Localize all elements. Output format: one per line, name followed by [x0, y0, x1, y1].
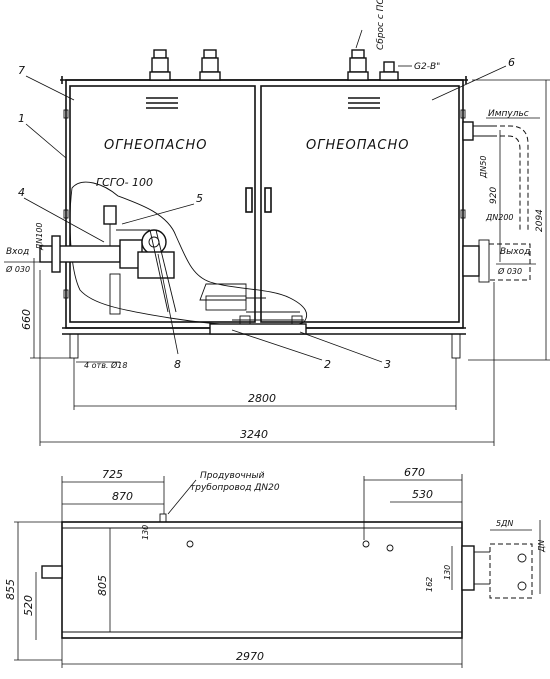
plan-body — [61, 521, 463, 639]
callout-8: 8 — [157, 253, 181, 371]
svg-text:6: 6 — [508, 56, 515, 69]
dim-670: 670 — [404, 466, 425, 479]
plan-view: ДN 5ДN 130 162 725 870 670 530 130 Проду… — [4, 466, 546, 668]
label-fireproof-right: ОГНЕОПАСНО — [306, 138, 409, 153]
label-dn-right: ДN — [537, 540, 546, 553]
label-dn50: ДN50 — [479, 156, 488, 179]
dim-2800: 2800 — [248, 392, 276, 405]
dim-725: 725 — [102, 468, 123, 481]
front-view: G2-B" Сброс с ПСК ОГНЕОПАСНО ОГНЕОПАСНО … — [4, 0, 550, 446]
inlet-flange — [51, 235, 61, 273]
leg-left — [69, 333, 79, 359]
dim-3240: 3240 — [240, 428, 268, 441]
regulator-body — [141, 229, 167, 255]
callout-2: 2 — [231, 329, 331, 371]
leg-right — [451, 333, 461, 359]
label-holes: 4 отв. Ø18 — [84, 360, 127, 370]
callout-1: 1 — [18, 112, 67, 159]
plan-hole-3 — [386, 544, 394, 552]
cutaway-outline — [69, 181, 308, 327]
dim-870: 870 — [112, 490, 133, 503]
plan-outlet-nozzles — [461, 545, 475, 591]
outlet-nozzle — [462, 245, 480, 277]
dim-855: 855 — [4, 579, 17, 600]
label-fireproof-left: ОГНЕОПАСНО — [104, 138, 207, 153]
label-dn5: 5ДN — [496, 519, 513, 528]
label-outlet-dn: ДN200 — [485, 213, 514, 222]
dim-2094: 2094 — [535, 209, 545, 232]
door-handle-right — [264, 187, 272, 213]
svg-text:5: 5 — [196, 192, 203, 205]
plan-inlet-stub — [41, 565, 63, 579]
svg-text:1: 1 — [18, 112, 25, 125]
dim-530: 530 — [412, 488, 433, 501]
svg-text:4: 4 — [18, 186, 25, 199]
label-impulse: Импульс — [488, 109, 529, 119]
dim-130a: 130 — [141, 525, 150, 540]
top-nozzle-4 — [379, 61, 399, 81]
label-g2: G2-B" — [414, 62, 440, 72]
svg-text:2: 2 — [324, 358, 331, 371]
dim-162: 162 — [425, 577, 434, 592]
callout-4: 4 — [18, 186, 105, 243]
top-nozzle-3 — [347, 49, 369, 81]
door-right — [260, 85, 460, 323]
callout-5: 5 — [121, 192, 203, 225]
label-outlet-size: Ø 030 — [497, 266, 522, 276]
door-handle-left — [245, 187, 253, 213]
top-nozzle-2 — [199, 49, 221, 81]
label-model: ГСГО- 100 — [96, 176, 153, 189]
label-inlet-size: Ø 030 — [5, 264, 30, 274]
callout-3: 3 — [299, 331, 391, 371]
label-purge-1: Продувочный — [200, 471, 265, 481]
plan-hole-2 — [362, 540, 370, 548]
vent-louver-right — [348, 97, 380, 109]
dim-920: 920 — [489, 187, 499, 204]
plan-hole-1 — [186, 540, 194, 548]
dim-130b: 130 — [443, 565, 452, 580]
top-nozzle-1 — [149, 49, 171, 81]
label-inlet-dn: ДN100 — [35, 222, 44, 251]
label-vent-psk: Сброс с ПСК — [376, 0, 386, 50]
callout-7: 7 — [18, 64, 75, 101]
door-left — [69, 85, 256, 323]
callout-6: 6 — [431, 56, 515, 101]
label-outlet: Выход — [500, 247, 530, 257]
dim-520: 520 — [22, 595, 35, 616]
svg-text:7: 7 — [18, 64, 25, 77]
label-purge-2: трубопровод ДN20 — [190, 483, 280, 493]
label-inlet: Вход — [6, 247, 29, 257]
dim-2970: 2970 — [236, 650, 264, 663]
vent-louver-left — [146, 97, 178, 109]
dim-805: 805 — [96, 575, 109, 596]
impulse-nozzle — [462, 121, 474, 141]
svg-text:3: 3 — [384, 358, 391, 371]
svg-text:8: 8 — [174, 358, 181, 371]
dim-660: 660 — [20, 309, 33, 330]
